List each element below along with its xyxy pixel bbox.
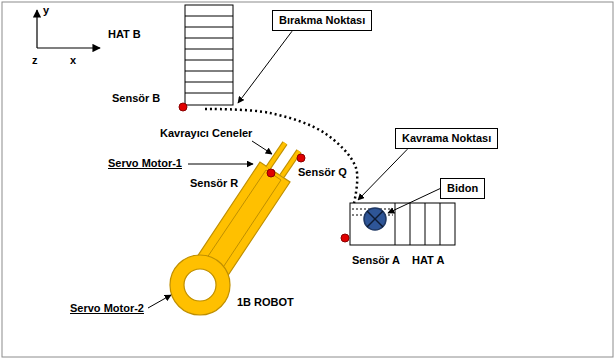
callout-box: Bırakma Noktası — [272, 10, 372, 31]
leader-arrow — [148, 295, 171, 308]
leader-arrow — [388, 189, 440, 213]
sensor-dot — [297, 154, 305, 162]
part-label: Servo Motor-1 — [108, 157, 182, 170]
leader-arrow — [188, 164, 253, 165]
sensor-dot — [341, 234, 349, 242]
leader-arrow — [252, 141, 272, 154]
part-label: Sensör R — [190, 177, 238, 190]
callout-text: Bidon — [447, 182, 478, 195]
callout-text: Kavrama Noktası — [402, 132, 491, 145]
part-label: x — [70, 54, 76, 67]
part-label: Sensör B — [112, 92, 160, 105]
part-label: y — [43, 4, 49, 17]
part-label: Servo Motor-2 — [70, 302, 144, 315]
part-label: HAT B — [108, 28, 141, 41]
leader-arrow — [358, 149, 407, 200]
part-label: Sensör Q — [298, 166, 347, 179]
callout-box: Kavrama Noktası — [395, 128, 498, 149]
part-label: 1B ROBOT — [237, 296, 294, 309]
callout-text: Bırakma Noktası — [279, 14, 365, 27]
x-axis — [37, 47, 100, 48]
conveyor-b — [185, 5, 233, 105]
leader-arrow — [238, 31, 292, 103]
frame — [2, 2, 613, 357]
part-label: z — [32, 54, 38, 67]
part-label: Sensör A — [352, 254, 400, 267]
part-label: Kavrayıcı Ceneler — [160, 127, 252, 140]
robot-arm — [170, 143, 299, 315]
sensor-dot — [179, 103, 187, 111]
conveyor-a — [350, 203, 455, 245]
y-axis — [36, 10, 37, 48]
part-label: HAT A — [412, 254, 444, 267]
sensor-dot — [267, 169, 275, 177]
canister — [364, 208, 386, 230]
callout-box: Bidon — [440, 178, 485, 199]
